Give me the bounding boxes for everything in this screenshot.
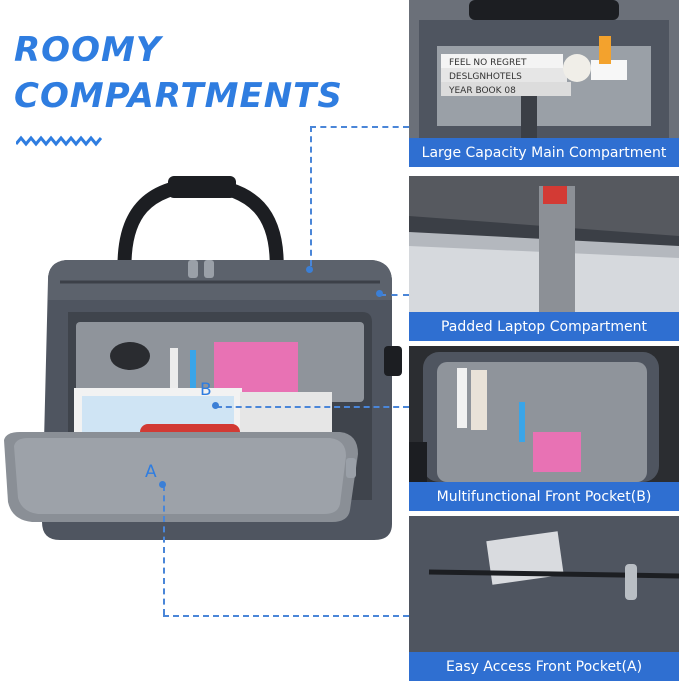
headline-line-1: ROOMY: [14, 30, 162, 70]
book-title-3: YEAR BOOK 08: [448, 86, 516, 96]
caption-laptop-compartment: Padded Laptop Compartment: [409, 312, 679, 341]
panel-main-compartment: FEEL NO REGRET DESLGNHOTELS YEAR BOOK 08: [409, 0, 679, 138]
leader-main-h: [310, 126, 409, 128]
panel-front-pocket-b: [409, 346, 679, 482]
bag-illustration: [4, 176, 402, 540]
leader-pocket-a-dot: [159, 481, 166, 488]
panel-front-pocket-a: [409, 516, 679, 652]
book-title-1: FEEL NO REGRET: [449, 58, 527, 68]
headline-line-2: COMPARTMENTS: [14, 76, 343, 116]
caption-front-pocket-b: Multifunctional Front Pocket(B): [409, 482, 679, 511]
panel-laptop-compartment: [409, 176, 679, 312]
caption-front-pocket-a: Easy Access Front Pocket(A): [409, 652, 679, 681]
leader-pocket-a-h: [163, 615, 409, 617]
leader-laptop-dot: [376, 290, 383, 297]
zigzag-decoration: [16, 135, 102, 147]
leader-pocket-b: [216, 406, 409, 408]
leader-pocket-a-v: [163, 485, 165, 615]
marker-a: A: [145, 462, 157, 482]
leader-laptop: [380, 294, 409, 296]
caption-main-compartment: Large Capacity Main Compartment: [409, 138, 679, 167]
leader-main-dot: [306, 266, 313, 273]
leader-pocket-b-dot: [212, 402, 219, 409]
leader-main-v: [310, 126, 312, 266]
book-title-2: DESLGNHOTELS: [449, 72, 522, 82]
marker-b: B: [200, 380, 212, 400]
